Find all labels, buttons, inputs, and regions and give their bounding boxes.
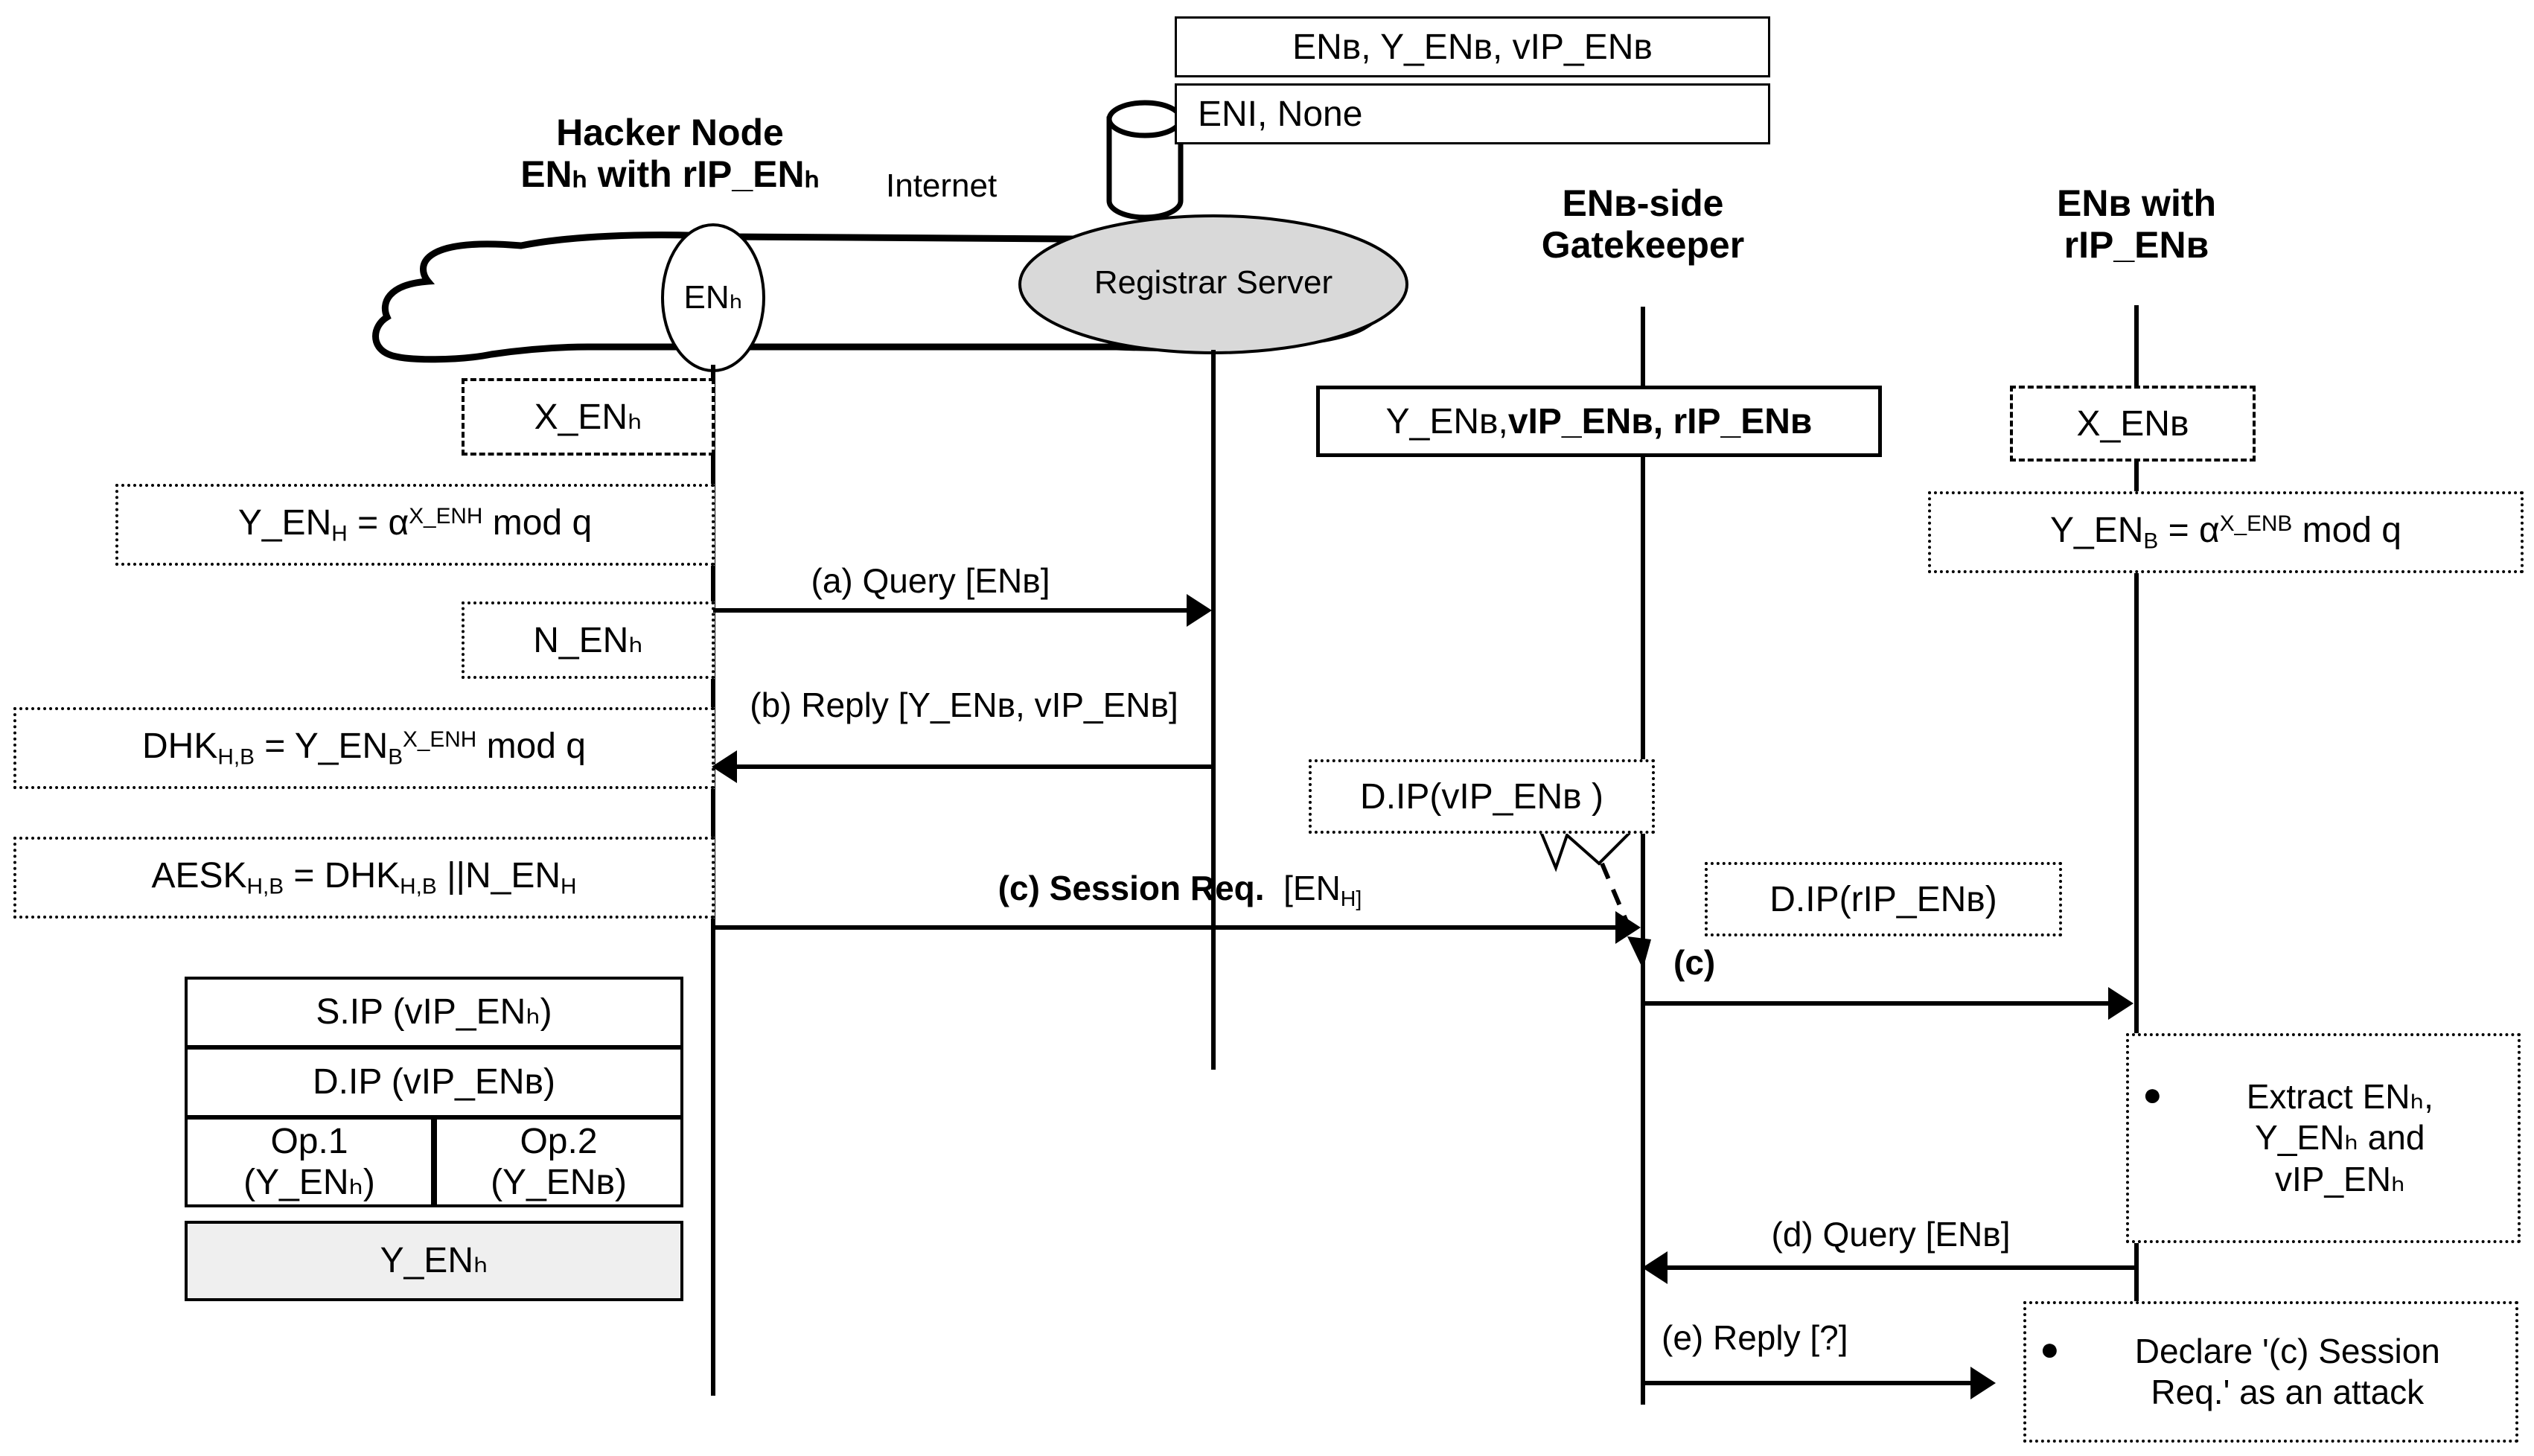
registrar-database-body [1106, 116, 1184, 220]
dip-vip-enb-box: D.IP(vIP_ENʙ ) [1309, 759, 1655, 834]
gatekeeper-title: ENʙ-side Gatekeeper [1542, 182, 1744, 266]
message-a-label: (a) Query [ENʙ] [811, 561, 1050, 600]
gatekeeper-title-line1: ENʙ-side [1562, 182, 1724, 224]
message-c-session-label: (c) Session Req. [ENH] [998, 869, 1362, 911]
packet-field-option-1-line1: Op.1 [270, 1121, 348, 1161]
gatekeeper-store-plain: Y_ENʙ, [1385, 401, 1508, 441]
packet-field-payload: Y_ENₕ [185, 1221, 683, 1301]
hacker-y-en-h-box: Y_ENH = αX_ENH mod q [115, 484, 715, 566]
dip-vip-enb-text: D.IP(vIP_ENʙ ) [1360, 776, 1603, 817]
dip-rip-enb-text: D.IP(rIP_ENʙ) [1769, 879, 1997, 919]
declare-note-bullet-icon: ● [2040, 1330, 2060, 1367]
message-c-short-arrowhead [2108, 987, 2134, 1020]
message-d-line [1667, 1265, 2135, 1270]
extract-note-line3: vIP_ENₕ [2275, 1159, 2405, 1198]
dip-rip-enb-box: D.IP(rIP_ENʙ) [1705, 862, 2062, 936]
registrar-database-top [1106, 100, 1184, 138]
hacker-y-en-h-text: Y_ENH = αX_ENH mod q [237, 503, 593, 546]
lifeline-enb [2134, 305, 2139, 1347]
enb-title-line2: rIP_ENʙ [2064, 224, 2209, 266]
message-c-short-label: (c) [1673, 943, 1716, 982]
hacker-node-title: Hacker Node ENₕ with rIP_ENₕ [520, 112, 820, 195]
hacker-x-en-h-box: X_ENₕ [462, 378, 715, 456]
registrar-db-record-enh: ENΙ, None [1175, 83, 1770, 144]
packet-field-option-1-line2: (Y_ENₕ) [243, 1163, 375, 1202]
lifeline-gatekeeper [1641, 307, 1645, 1405]
hacker-node-title-line1: Hacker Node [556, 112, 784, 153]
gatekeeper-store-box: Y_ENʙ, vIP_ENʙ, rIP_ENʙ [1316, 386, 1882, 457]
extract-note-line1: Extract ENₕ, [2246, 1077, 2434, 1117]
registrar-db-record-enb: ENʙ, Y_ENʙ, vIP_ENʙ [1175, 16, 1770, 77]
enb-x-en-b-text: X_ENʙ [2076, 403, 2189, 444]
gatekeeper-title-line2: Gatekeeper [1541, 224, 1745, 266]
message-e-label: (e) Reply [?] [1662, 1318, 1848, 1357]
hacker-aesk-box: AESKH,B = DHKH,B ||N_ENH [13, 837, 715, 919]
message-e-arrowhead [1970, 1367, 1996, 1399]
message-c-session-arrowhead [1615, 911, 1641, 944]
lifeline-registrar [1211, 350, 1216, 1070]
packet-field-dest-ip-text: D.IP (vIP_ENʙ) [312, 1062, 555, 1102]
declare-note-text: Declare '(c) Session Req.' as an attack [2073, 1331, 2502, 1413]
registrar-db-record-enb-text: ENʙ, Y_ENʙ, vIP_ENʙ [1292, 27, 1653, 67]
declare-note-line2: Req.' as an attack [2151, 1373, 2425, 1411]
hacker-dhk-box: DHKH,B = Y_ENBX_ENH mod q [13, 707, 715, 789]
translation-arrowhead [1627, 936, 1651, 969]
enb-title-line1: ENʙ with [2056, 182, 2217, 224]
packet-field-source-ip: S.IP (vIP_ENₕ) [185, 977, 683, 1048]
message-d-arrowhead [1642, 1251, 1667, 1284]
declare-note-line1: Declare '(c) Session [2134, 1331, 2440, 1370]
message-a-arrowhead [1187, 594, 1212, 627]
message-b-label: (b) Reply [Y_ENʙ, vIP_ENʙ] [750, 686, 1178, 724]
message-c-session-bold: (c) Session Req. [998, 869, 1265, 907]
extract-note-line2: Y_ENₕ and [2255, 1118, 2425, 1158]
declare-note-box: ● Declare '(c) Session Req.' as an attac… [2023, 1301, 2518, 1443]
message-c-short-line [1643, 1001, 2108, 1006]
gatekeeper-store-bold: vIP_ENʙ, rIP_ENʙ [1507, 401, 1813, 441]
message-a-line [713, 608, 1187, 613]
en-h-node-label: ENₕ [683, 279, 743, 316]
registrar-db-record-enh-text: ENΙ, None [1198, 94, 1363, 134]
extract-note-box: ● Extract ENₕ, Y_ENₕ and vIP_ENₕ [2126, 1033, 2521, 1243]
packet-field-payload-text: Y_ENₕ [380, 1241, 488, 1281]
internet-label: Internet [886, 167, 998, 204]
hacker-n-en-h-box: N_ENₕ [462, 601, 715, 679]
hacker-n-en-h-text: N_ENₕ [533, 621, 643, 660]
registrar-server-label: Registrar Server [1094, 264, 1333, 301]
enb-title: ENʙ with rIP_ENʙ [2057, 182, 2216, 266]
message-b-line [737, 764, 1213, 769]
extract-note-text: Extract ENₕ, Y_ENₕ and vIP_ENₕ [2176, 1076, 2504, 1200]
hacker-dhk-text: DHKH,B = Y_ENBX_ENH mod q [142, 727, 586, 770]
enb-y-en-b-box: Y_ENB = αX_ENB mod q [1928, 491, 2524, 573]
message-d-label: (d) Query [ENʙ] [1771, 1215, 2011, 1254]
message-c-session-line [711, 925, 1615, 930]
packet-field-option-1: Op.1 (Y_ENₕ) [185, 1117, 434, 1207]
packet-field-option-2-line1: Op.2 [520, 1121, 598, 1161]
packet-field-option-2-line2: (Y_ENʙ) [491, 1163, 627, 1202]
packet-field-source-ip-text: S.IP (vIP_ENₕ) [316, 992, 552, 1032]
enb-y-en-b-text: Y_ENB = αX_ENB mod q [2050, 511, 2401, 554]
packet-field-option-2: Op.2 (Y_ENʙ) [434, 1117, 683, 1207]
hacker-aesk-text: AESKH,B = DHKH,B ||N_ENH [151, 856, 577, 899]
message-b-arrowhead [712, 750, 737, 783]
message-e-line [1643, 1381, 1970, 1385]
enb-x-en-b-box: X_ENʙ [2010, 386, 2256, 462]
hacker-node-title-line2: ENₕ with rIP_ENₕ [520, 153, 820, 195]
hacker-x-en-h-text: X_ENₕ [534, 397, 642, 437]
packet-field-dest-ip: D.IP (vIP_ENʙ) [185, 1047, 683, 1118]
extract-note-bullet-icon: ● [2142, 1076, 2163, 1114]
